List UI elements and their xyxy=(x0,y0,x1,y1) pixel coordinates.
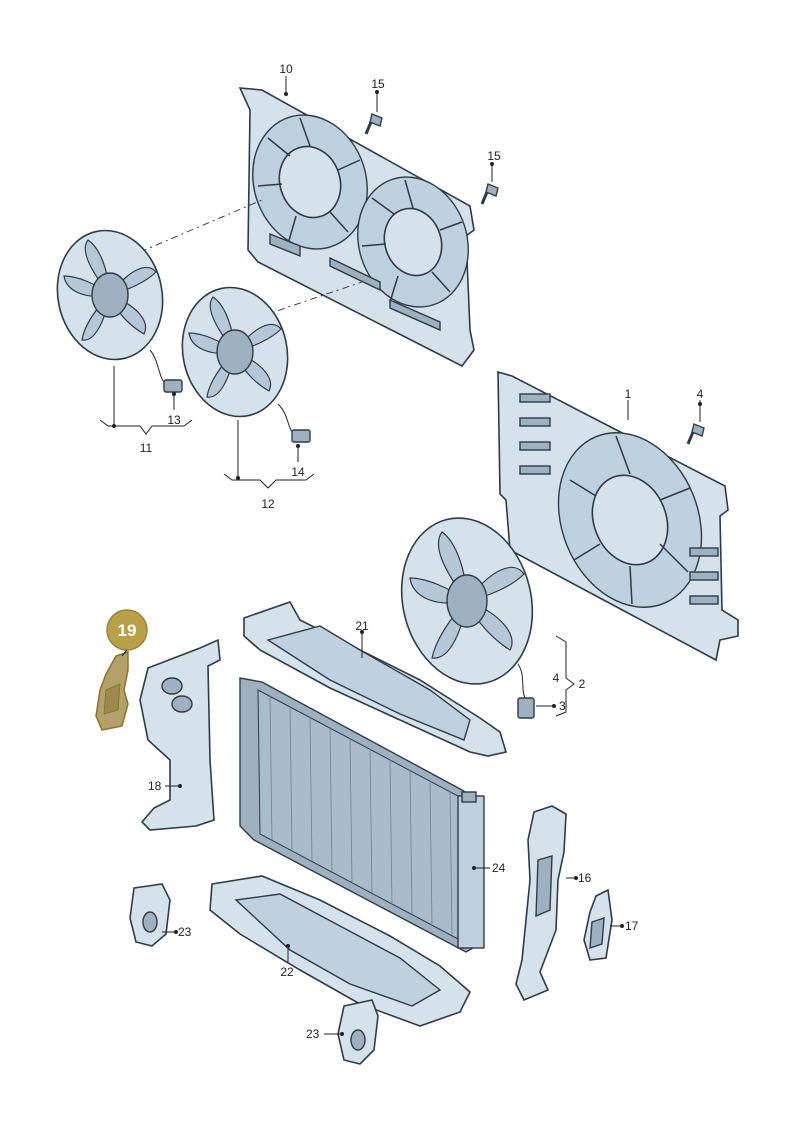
air-guide-17[interactable] xyxy=(583,888,613,961)
callout-16: 16 xyxy=(578,871,592,885)
bolt-15-side[interactable] xyxy=(480,183,499,205)
air-guide-22[interactable] xyxy=(209,875,471,1027)
double-fan-shroud-part[interactable] xyxy=(236,87,485,368)
callout-14: 14 xyxy=(291,465,305,479)
callout-18: 18 xyxy=(148,779,162,793)
alignment-line xyxy=(139,199,263,253)
callout-4: 4 xyxy=(697,387,704,401)
callout-23: 23 xyxy=(306,1027,320,1041)
callout-22: 22 xyxy=(280,965,294,979)
callout-10: 10 xyxy=(279,62,293,76)
callout-3: 3 xyxy=(559,699,566,713)
callout-2: 2 xyxy=(579,677,586,691)
callout-labels: 10 15 15 1 4 13 11 14 12 21 4 2 3 18 24 … xyxy=(140,62,704,1041)
callout-15: 15 xyxy=(371,77,385,91)
callout-21: 21 xyxy=(355,619,369,633)
fan-assembly-12[interactable] xyxy=(171,278,311,443)
leader-lines xyxy=(99,76,702,1036)
single-fan-shroud-part[interactable] xyxy=(497,370,739,662)
air-guide-16[interactable] xyxy=(515,805,567,1002)
callout-12: 12 xyxy=(261,497,275,511)
bolt-4[interactable] xyxy=(686,423,705,445)
bolt-15-top[interactable] xyxy=(364,113,383,135)
highlighted-part-19[interactable] xyxy=(95,650,129,731)
bracket-23-left[interactable] xyxy=(129,883,171,947)
callout-15: 15 xyxy=(487,149,501,163)
air-guide-18[interactable] xyxy=(139,638,221,831)
bracket-23-bottom[interactable] xyxy=(337,999,379,1065)
fan-assembly-11[interactable] xyxy=(46,221,183,393)
part-19-badge: 19 xyxy=(106,609,148,651)
callout-17: 17 xyxy=(625,919,639,933)
callout-23: 23 xyxy=(178,925,192,939)
callout-24: 24 xyxy=(492,861,506,875)
callout-4: 4 xyxy=(553,671,560,685)
alignment-line xyxy=(261,281,363,317)
fan-assembly-2[interactable] xyxy=(385,504,550,719)
callout-13: 13 xyxy=(167,413,181,427)
air-guide-21[interactable] xyxy=(243,601,508,757)
callout-11: 11 xyxy=(140,441,153,455)
callout-1: 1 xyxy=(625,387,632,401)
part-19-badge-label: 19 xyxy=(118,621,137,640)
radiator-24[interactable] xyxy=(239,677,485,953)
